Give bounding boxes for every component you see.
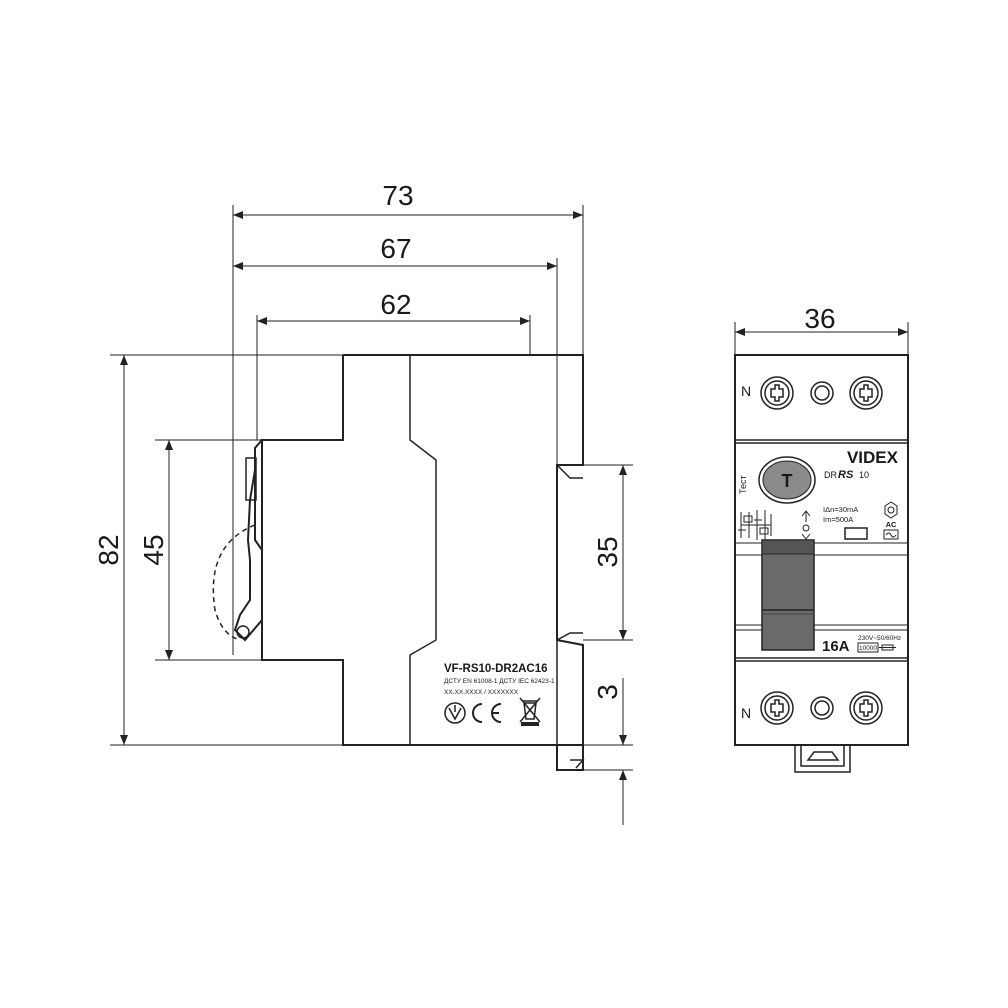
side-front-step — [409, 355, 437, 745]
brand-logo: VIDEX — [847, 448, 899, 467]
circuit-schematic-icon — [738, 510, 772, 540]
indicator-ring-icon — [810, 696, 834, 720]
side-lever-tab — [245, 457, 257, 501]
side-serial-label: XX.XX.XXXX / XXXXXXX — [444, 689, 519, 696]
ua-cert-icon — [444, 702, 466, 724]
ext-lines-side — [110, 205, 633, 771]
screw-terminal-icon — [849, 691, 883, 725]
side-standards-label: ДСТУ EN 61008-1 ДСТУ IEC 62423-1 — [444, 678, 555, 685]
fuse-icon — [879, 644, 896, 651]
side-model-label: VF-RS10-DR2AC16 — [444, 663, 548, 675]
front-body-outline — [734, 354, 909, 746]
type-ac-label: AC — [886, 520, 897, 529]
side-rail-clip — [556, 464, 585, 771]
test-label: Тест — [738, 475, 748, 494]
weee-bin-icon — [519, 697, 541, 726]
ac-wave-icon — [883, 529, 899, 540]
on-off-arrow-icon — [801, 510, 811, 540]
dim-73: 73 — [382, 180, 413, 211]
test-button[interactable] — [762, 460, 812, 500]
series-suffix: 10 — [859, 470, 869, 480]
toggle-lever[interactable] — [761, 539, 815, 651]
voltage-frequency: 230V~50/60Hz — [858, 635, 901, 642]
series-mark: RS — [838, 469, 854, 481]
neutral-label-bottom: N — [741, 705, 751, 721]
temperature-icon — [884, 501, 898, 519]
toggle-lever-cap — [761, 539, 815, 555]
making-capacity-rating: Im=500A — [823, 515, 853, 524]
dim-67: 67 — [380, 233, 411, 264]
dim-35: 35 — [592, 536, 623, 567]
test-button-rim — [758, 456, 816, 504]
side-lever-arc — [212, 524, 256, 641]
screw-terminal-icon — [760, 691, 794, 725]
dim-45: 45 — [138, 534, 169, 565]
indicator-ring-icon — [810, 381, 834, 405]
dim-36: 36 — [804, 303, 835, 334]
neutral-label-top: N — [741, 383, 751, 399]
ext-lines-front — [734, 322, 909, 355]
dim-3: 3 — [592, 684, 623, 700]
front-din-clip — [794, 745, 851, 773]
leakage-current-rating: IΔn=30mA — [823, 505, 858, 514]
dim-82: 82 — [93, 534, 124, 565]
side-lever-pivot — [236, 625, 250, 639]
status-window — [844, 527, 868, 540]
side-lever — [233, 439, 263, 642]
test-button-label: T — [782, 471, 793, 491]
side-view: VF-RS10-DR2AC16 ДСТУ EN 61008-1 ДСТУ IEC… — [93, 180, 633, 825]
screw-terminal-icon — [760, 376, 794, 410]
dim-62: 62 — [380, 289, 411, 320]
screw-terminal-icon — [849, 376, 883, 410]
front-view: 36 N N — [734, 303, 909, 773]
breaking-capacity: 10000 — [859, 645, 877, 652]
series-prefix: DR — [824, 470, 837, 480]
rated-current: 16A — [822, 638, 850, 655]
ce-mark-icon — [472, 703, 502, 723]
